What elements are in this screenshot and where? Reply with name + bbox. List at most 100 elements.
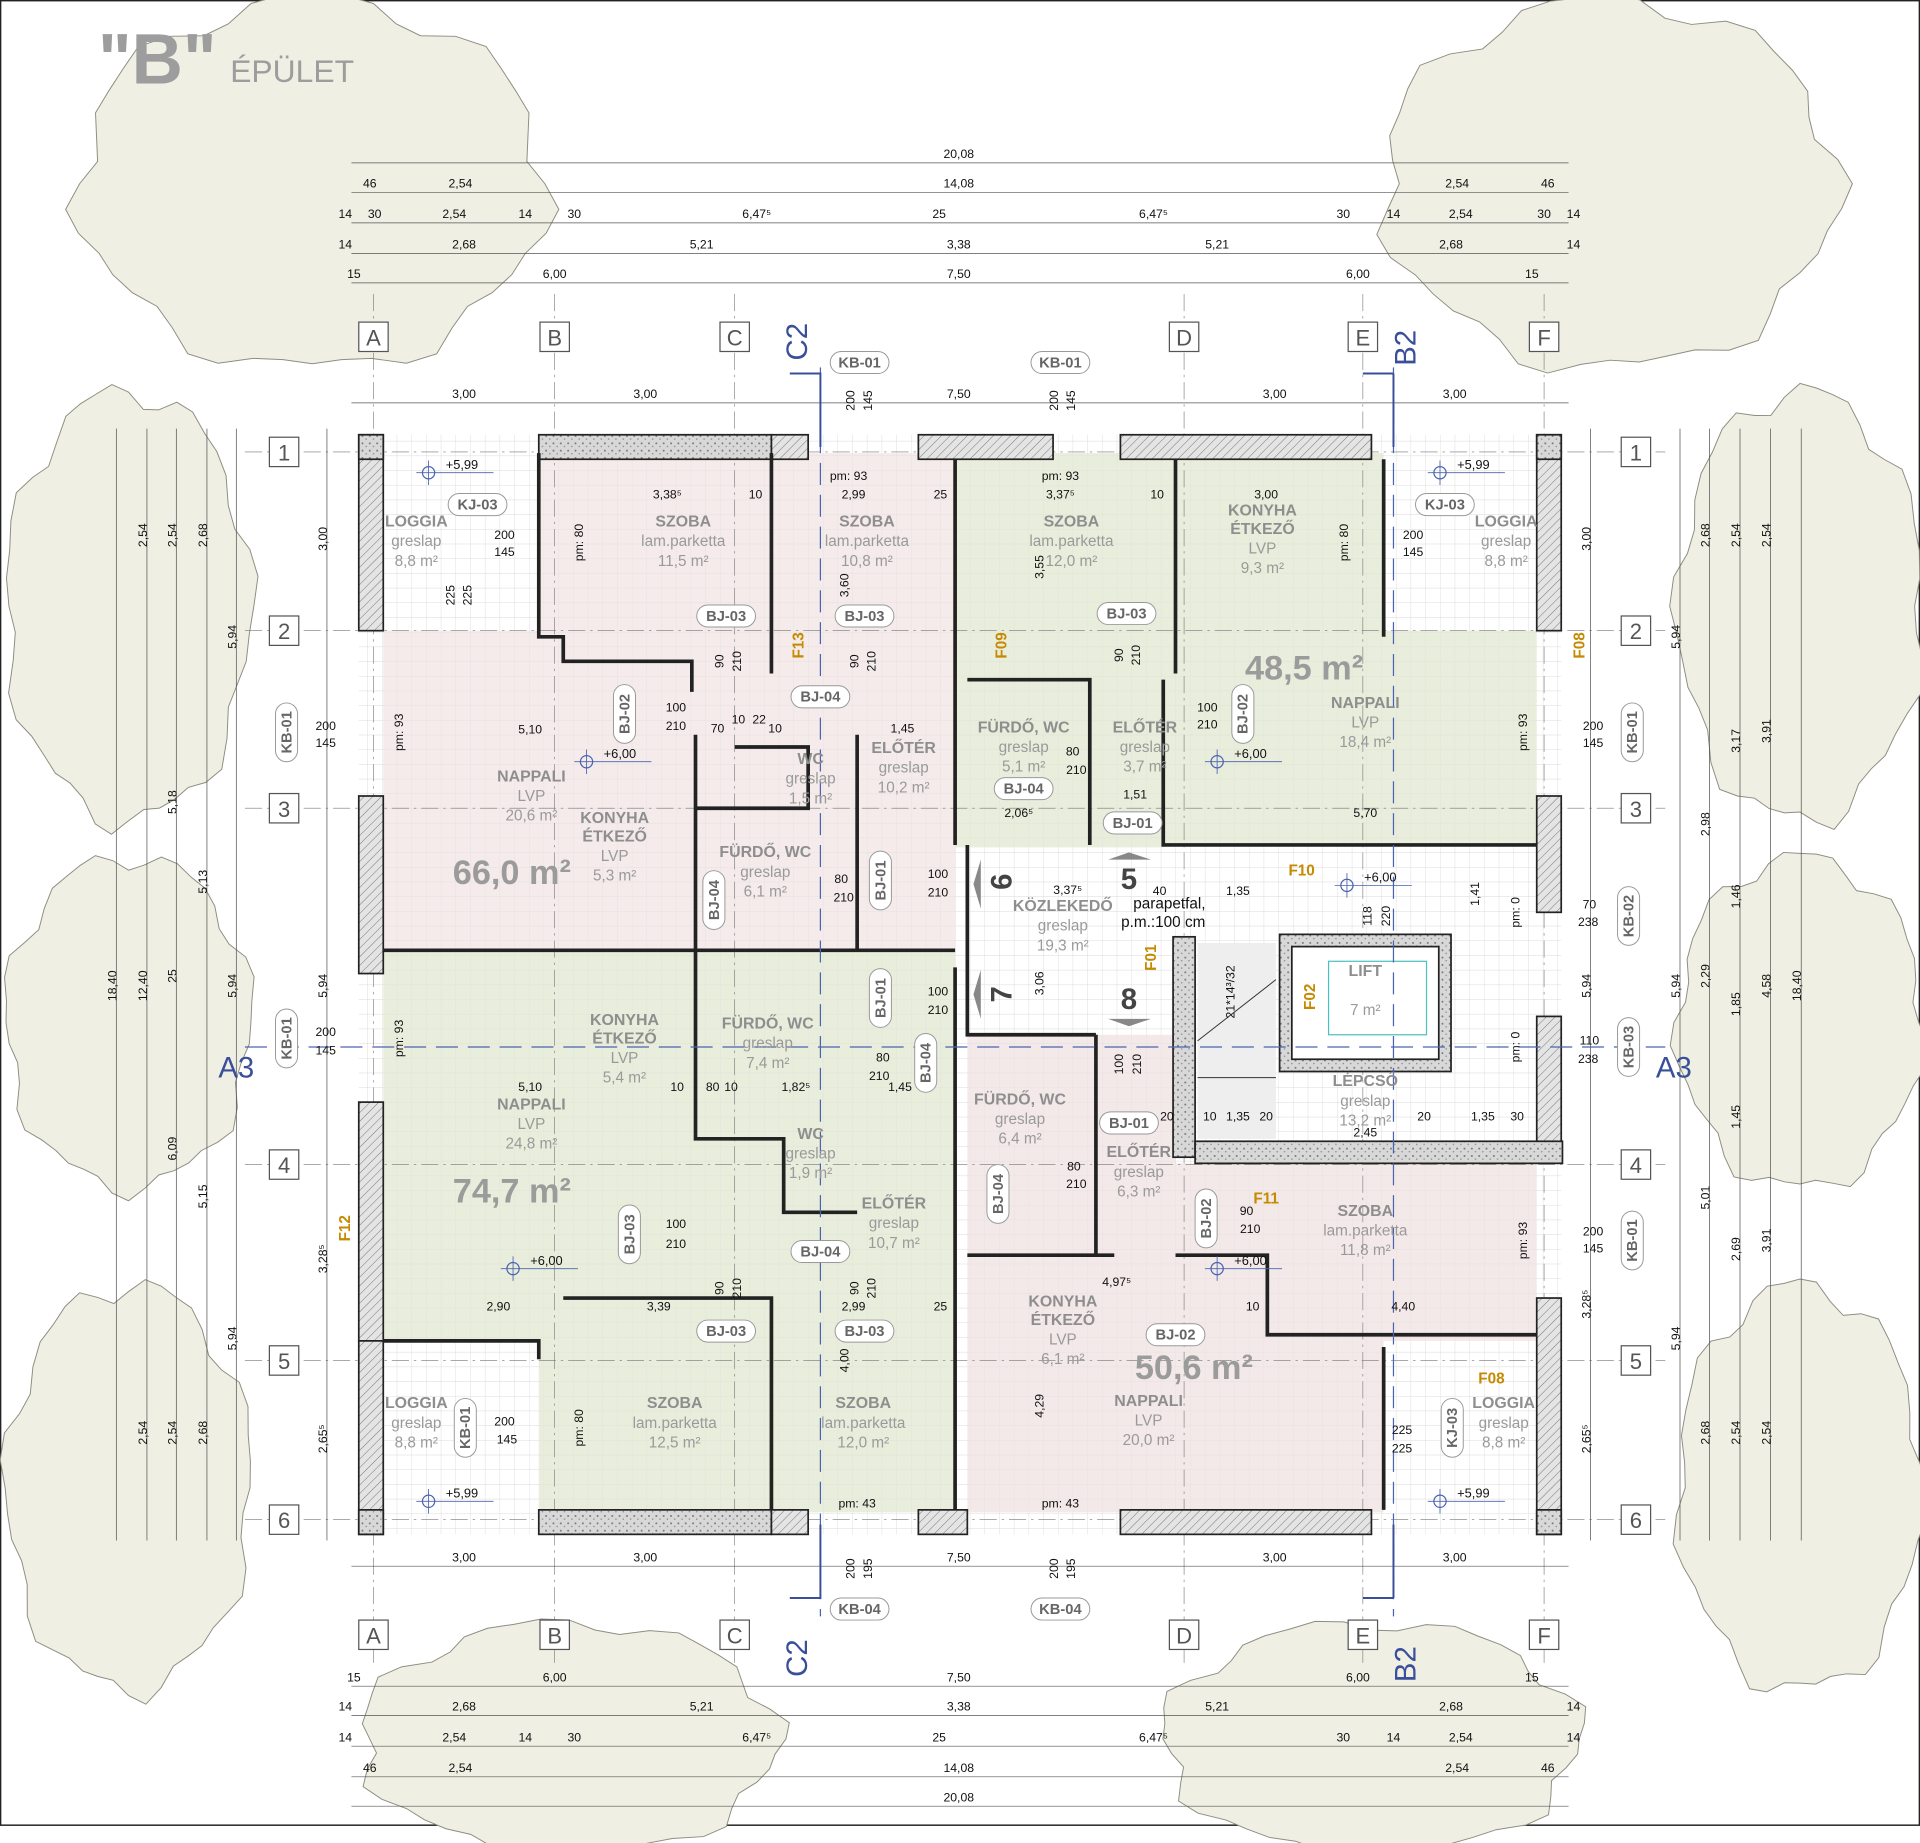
dimension-label: 1,35 <box>1226 884 1250 898</box>
dimension-label: 200 <box>1583 1225 1604 1239</box>
fixture-label: F02 <box>1302 984 1319 1010</box>
dimension-label: 3,38 <box>947 238 971 252</box>
dimension-label: 210 <box>1129 645 1143 666</box>
dimension-label: 12,40 <box>136 970 150 1001</box>
dimension-label: 2,68 <box>196 523 210 547</box>
elevation-label: +5,99 <box>446 1486 478 1501</box>
grid-row-label: 3 <box>278 797 290 822</box>
dimension-label: 3,00 <box>1254 487 1278 501</box>
dimension-label: 2,99 <box>842 1299 866 1313</box>
tag-label: KB-01 <box>838 355 880 371</box>
dimension-label: 110 <box>1580 1034 1600 1048</box>
room-floor: greslap <box>391 533 441 550</box>
room-area: 6,1 m² <box>1041 1351 1084 1368</box>
dimension-label: 5,94 <box>316 974 330 998</box>
dimension-label: 80 <box>834 872 848 886</box>
tag-label: BJ-03 <box>1107 606 1147 622</box>
dimension-label: 2,54 <box>136 523 150 547</box>
room-area: 10,7 m² <box>868 1235 920 1252</box>
tag-label: KJ-03 <box>458 497 498 513</box>
grid-column-label: E <box>1356 325 1371 350</box>
dimension-label: 210 <box>666 1237 687 1251</box>
dimension-label: 14 <box>1567 1730 1581 1744</box>
dimension-label: 3,00 <box>633 1550 657 1564</box>
grid-row-label: 6 <box>1630 1508 1642 1533</box>
element-tag: KB-01 <box>453 1397 477 1458</box>
element-tag: KB-01 <box>1620 1210 1644 1271</box>
room-floor: lam.parketta <box>1323 1223 1408 1240</box>
dimension-label: 20 <box>1160 1109 1174 1123</box>
dimension-label: 100 <box>928 867 949 881</box>
room-area: 6,1 m² <box>744 883 787 900</box>
dimension-label: 2,54 <box>1729 1421 1743 1445</box>
dimension-label: 3,00 <box>316 527 330 551</box>
grid-column-label: F <box>1537 1623 1550 1648</box>
dimension-label: 3,00 <box>1263 1550 1287 1564</box>
dimension-label: 7,50 <box>947 267 971 281</box>
dimension-label: 1,45 <box>1729 1105 1743 1129</box>
dimension-label: 2,54 <box>136 1421 150 1445</box>
tree-icon <box>65 0 560 365</box>
room-floor: lam.parketta <box>821 1415 906 1432</box>
dimension-label: 210 <box>928 1003 949 1017</box>
dimension-label: 3,00 <box>1580 527 1594 551</box>
elevation-marks: +5,99+5,99+6,00+6,00+6,00+6,00+6,00+5,99… <box>416 457 1505 1514</box>
dimension-label: 195 <box>1064 1558 1078 1579</box>
grid-row-label: 5 <box>278 1349 290 1374</box>
dimension-label: 14,08 <box>943 176 974 190</box>
dimension-label: 5,94 <box>1669 1326 1683 1350</box>
dimension-label: 25 <box>165 969 179 983</box>
dimension-label: 145 <box>1064 390 1078 411</box>
dimension-label: 210 <box>1066 1177 1087 1191</box>
dimension-label: 2,54 <box>449 176 473 190</box>
dimension-label: 200 <box>1583 719 1604 733</box>
dimension-label: 4,97⁵ <box>1102 1275 1131 1289</box>
dimension-label: 30 <box>1336 1730 1350 1744</box>
dimension-label: 6,00 <box>543 267 567 281</box>
element-tag: BJ-02 <box>1145 1323 1206 1347</box>
title: "B" ÉPÜLET <box>98 20 354 99</box>
dimension-label: 20 <box>1259 1109 1273 1123</box>
dimension-label: 210 <box>730 651 744 672</box>
dimension-label: 210 <box>1130 1054 1144 1075</box>
section-marker: B2 <box>1390 330 1423 366</box>
sill-height-label: pm: 43 <box>1042 1496 1080 1510</box>
element-tag: BJ-04 <box>914 1033 938 1093</box>
dimension-label: 14 <box>339 1730 353 1744</box>
grid-column-label: D <box>1176 1623 1192 1648</box>
dimension-label: 20,08 <box>943 147 974 161</box>
dimension-label: 100 <box>1112 1054 1126 1075</box>
dimension-label: 2,68 <box>1698 523 1712 547</box>
room-area: 1,5 m² <box>789 790 832 807</box>
dimension-label: 90 <box>713 654 727 668</box>
grid-row-label: 1 <box>278 440 290 465</box>
tag-label: BJ-01 <box>1113 816 1153 832</box>
dimension-label: 200 <box>316 719 337 733</box>
room-name: ELŐTÉR <box>1113 717 1178 736</box>
sill-height-label: pm: 93 <box>830 469 868 483</box>
title-building-letter: "B" <box>98 20 217 99</box>
dimension-label: 90 <box>847 654 861 668</box>
dimension-label: 22 <box>752 713 766 727</box>
dimension-label: 145 <box>1583 736 1604 750</box>
sill-height-label: pm: 80 <box>1337 524 1351 562</box>
parapet-note-line1: parapetfal, <box>1133 896 1205 913</box>
dimension-label: 20,08 <box>943 1790 974 1804</box>
tag-label: BJ-04 <box>919 1042 935 1083</box>
tag-label: BJ-03 <box>706 1324 746 1340</box>
room-area: 11,5 m² <box>658 553 709 570</box>
tag-label: BJ-01 <box>873 978 889 1018</box>
dimension-label: 10 <box>670 1080 684 1094</box>
elevation-label: +5,99 <box>1457 457 1490 472</box>
dimension-label: 2,29 <box>1698 964 1712 988</box>
room-area: 12,0 m² <box>837 1434 889 1451</box>
room-name: WC <box>797 751 824 768</box>
